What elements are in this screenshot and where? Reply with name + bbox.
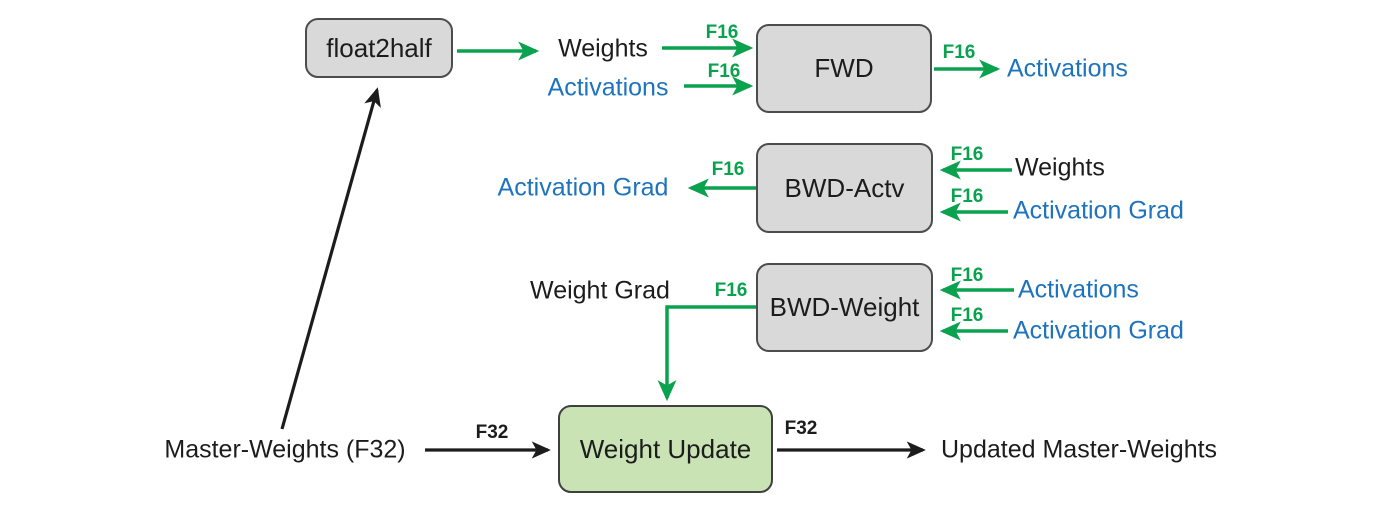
arrow-master-weights-to-float2half [280,87,381,430]
label-activation-grad-bwdweight-in: Activation Grad [1013,316,1184,345]
node-fwd: FWD [756,24,932,113]
tag-f16-activation-grad-to-bwdweight: F16 [950,305,984,326]
node-float2half-label: float2half [326,32,432,63]
arrow-weight-grad-to-weight-update [657,305,756,402]
tag-f16-activations-to-bwdweight: F16 [950,265,984,286]
node-float2half: float2half [305,18,453,78]
node-weight-update: Weight Update [558,405,773,493]
label-activation-grad-bwdactv-out: Activation Grad [497,173,669,202]
tag-f16-fwd-out: F16 [942,42,976,63]
label-activations-fwd-in: Activations [547,73,669,102]
node-weight-update-label: Weight Update [579,433,752,464]
tag-f16-activation-grad-to-bwdactv: F16 [950,186,984,207]
tag-f16-weight-grad-out: F16 [714,280,748,301]
tag-f32-weight-update-out: F32 [784,418,818,439]
tag-f32-master-weights-in: F32 [475,422,509,443]
label-activation-grad-bwdactv-in: Activation Grad [1013,196,1184,225]
label-weights-top: Weights [558,34,648,63]
tag-f16-weights-to-bwdactv: F16 [950,144,984,165]
label-weight-grad: Weight Grad [530,276,670,305]
tag-f16-activations-to-fwd: F16 [707,61,741,82]
node-bwd-actv: BWD-Actv [756,143,933,233]
label-activations-fwd-out: Activations [1007,54,1128,83]
label-master-weights: Master-Weights (F32) [164,435,406,464]
node-bwd-weight-label: BWD-Weight [769,292,920,322]
node-bwd-actv-label: BWD-Actv [784,172,905,203]
label-updated-master-weights: Updated Master-Weights [941,435,1218,464]
label-weights-bwdactv-in: Weights [1015,153,1105,182]
tag-f16-bwdactv-out: F16 [711,159,745,180]
node-fwd-label: FWD [814,53,874,83]
node-bwd-weight: BWD-Weight [756,263,933,352]
label-activations-bwdweight-in: Activations [1018,275,1139,304]
tag-f16-weights-to-fwd: F16 [705,22,739,43]
